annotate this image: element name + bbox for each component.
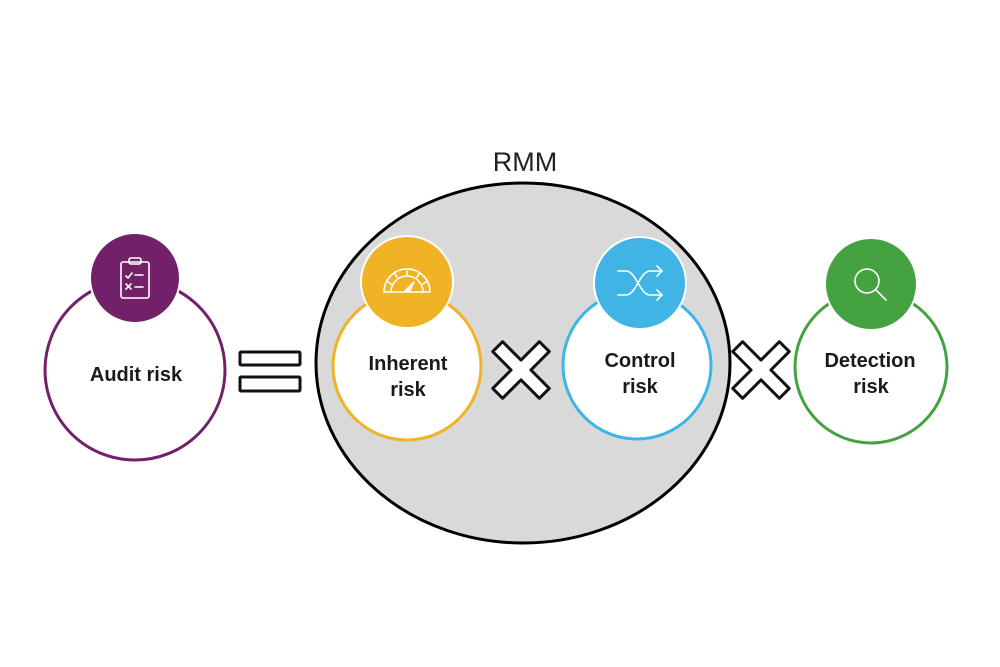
detection-risk-icon-badge — [824, 237, 918, 331]
equals-bar-top — [238, 350, 302, 367]
speedometer-icon — [383, 268, 431, 293]
node-audit-risk: Audit risk — [43, 232, 227, 462]
detection-risk-label-line1: Detection — [824, 350, 915, 372]
rmm-label: RMM — [493, 147, 557, 177]
node-detection-risk: Detection risk — [793, 237, 949, 445]
magnifier-icon — [854, 268, 887, 301]
audit-risk-label: Audit risk — [90, 364, 183, 386]
equals-bar-bottom — [238, 375, 302, 393]
node-inherent-risk: Inherent risk — [331, 235, 483, 442]
times-operator-2 — [731, 340, 791, 400]
inherent-risk-label-line2: risk — [390, 379, 426, 401]
times-operator-1 — [491, 340, 551, 400]
node-control-risk: Control risk — [561, 236, 713, 441]
detection-risk-label-line2: risk — [853, 376, 889, 398]
inherent-risk-label-line1: Inherent — [369, 353, 448, 375]
control-risk-icon-badge — [593, 236, 687, 330]
inherent-risk-icon-badge — [360, 235, 454, 329]
shuffle-icon — [617, 265, 663, 301]
audit-risk-icon-badge — [89, 232, 181, 324]
control-risk-label-line1: Control — [604, 350, 675, 372]
clipboard-checklist-icon — [120, 257, 150, 299]
control-risk-label-line2: risk — [622, 376, 658, 398]
equals-operator — [238, 350, 302, 393]
